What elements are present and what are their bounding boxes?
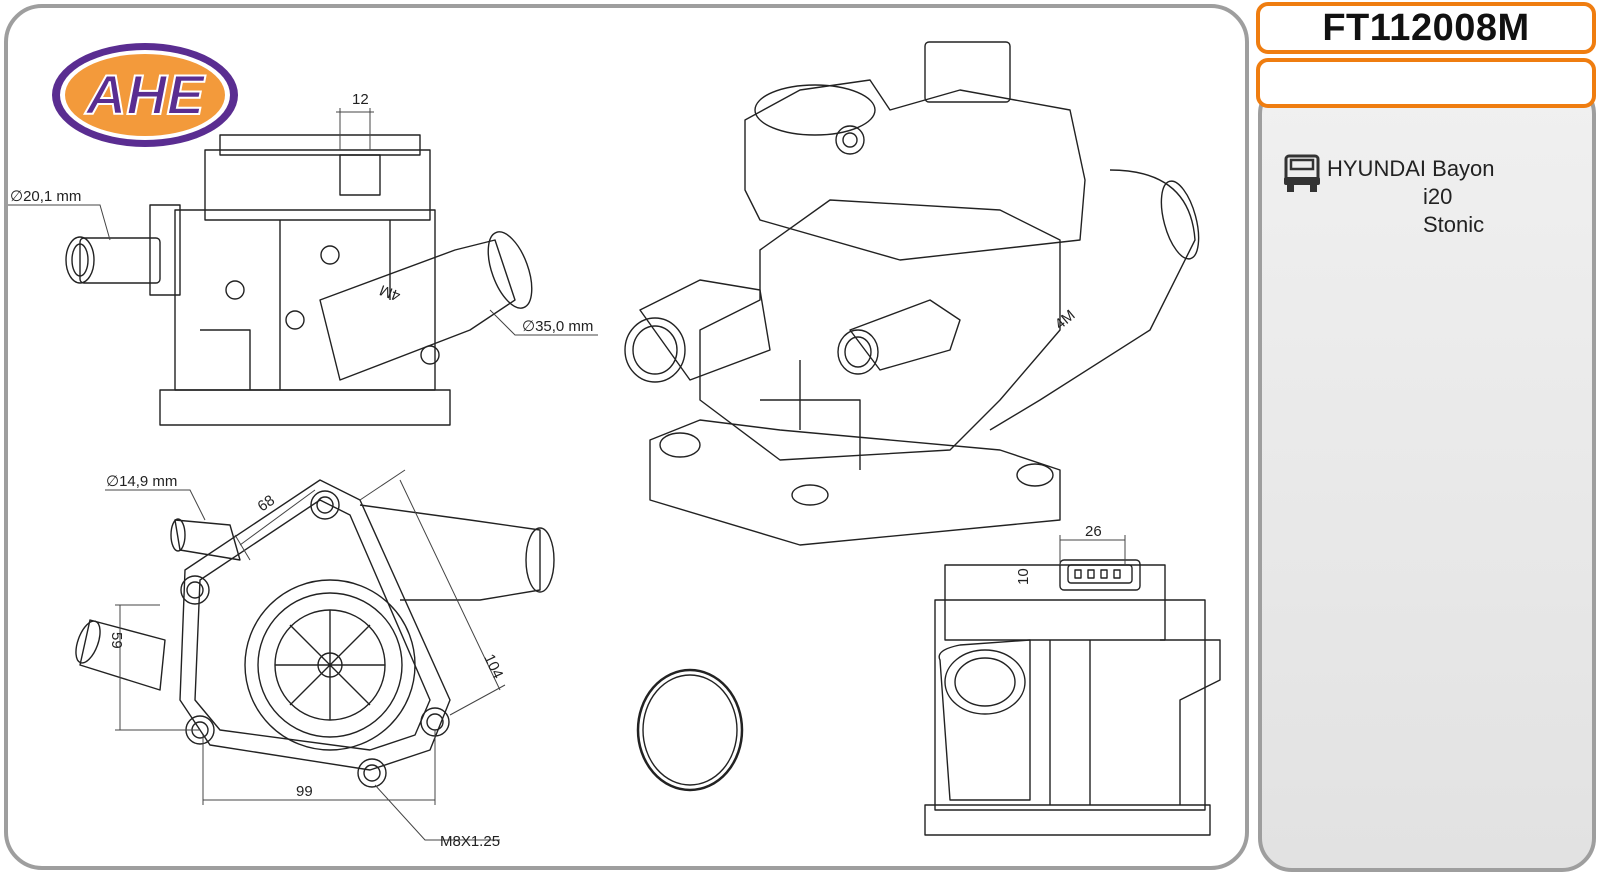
top-view — [75, 479, 555, 788]
dim-inlet-diameter: ∅20,1 mm — [10, 188, 81, 205]
dim-59: 59 — [108, 632, 125, 649]
secondary-box — [1256, 58, 1596, 108]
dim-12: 12 — [352, 91, 369, 108]
dim-10: 10 — [1015, 568, 1032, 585]
info-panel — [1258, 80, 1596, 872]
vehicle-model: Bayon — [1432, 156, 1495, 181]
dim-small-pipe-diameter: ∅14,9 mm — [106, 473, 177, 490]
car-front-icon — [1284, 154, 1320, 192]
svg-text:4M: 4M — [1052, 307, 1079, 333]
dim-26: 26 — [1085, 523, 1102, 540]
dim-outlet-diameter: ∅35,0 mm — [522, 318, 593, 335]
front-view: 4M — [65, 134, 533, 426]
dim-68: 68 — [255, 492, 278, 515]
isometric-view: 4M — [624, 41, 1200, 546]
dim-99: 99 — [296, 783, 313, 800]
part-number: FT112008M — [1322, 6, 1530, 49]
technical-drawing: AHE 4M — [8, 41, 1221, 850]
dim-thread: M8X1.25 — [440, 833, 500, 850]
vehicle-model: i20 — [1423, 184, 1453, 209]
vehicle-model: Stonic — [1423, 212, 1485, 237]
ahe-logo: AHE — [52, 43, 238, 147]
drawing-panel — [4, 4, 1249, 870]
part-number-box: FT112008M — [1256, 2, 1596, 54]
side-view — [924, 559, 1221, 836]
dim-104: 104 — [480, 652, 506, 682]
svg-text:4M: 4M — [377, 281, 402, 304]
vehicle-make: HYUNDAI Bayon — [1327, 156, 1495, 181]
dimension-lines — [8, 108, 1126, 841]
logo-text: AHE — [84, 63, 206, 126]
o-ring — [636, 668, 744, 792]
dimension-labels: 12 ∅20,1 mm ∅35,0 mm ∅14,9 mm 68 59 104 … — [10, 91, 1102, 850]
